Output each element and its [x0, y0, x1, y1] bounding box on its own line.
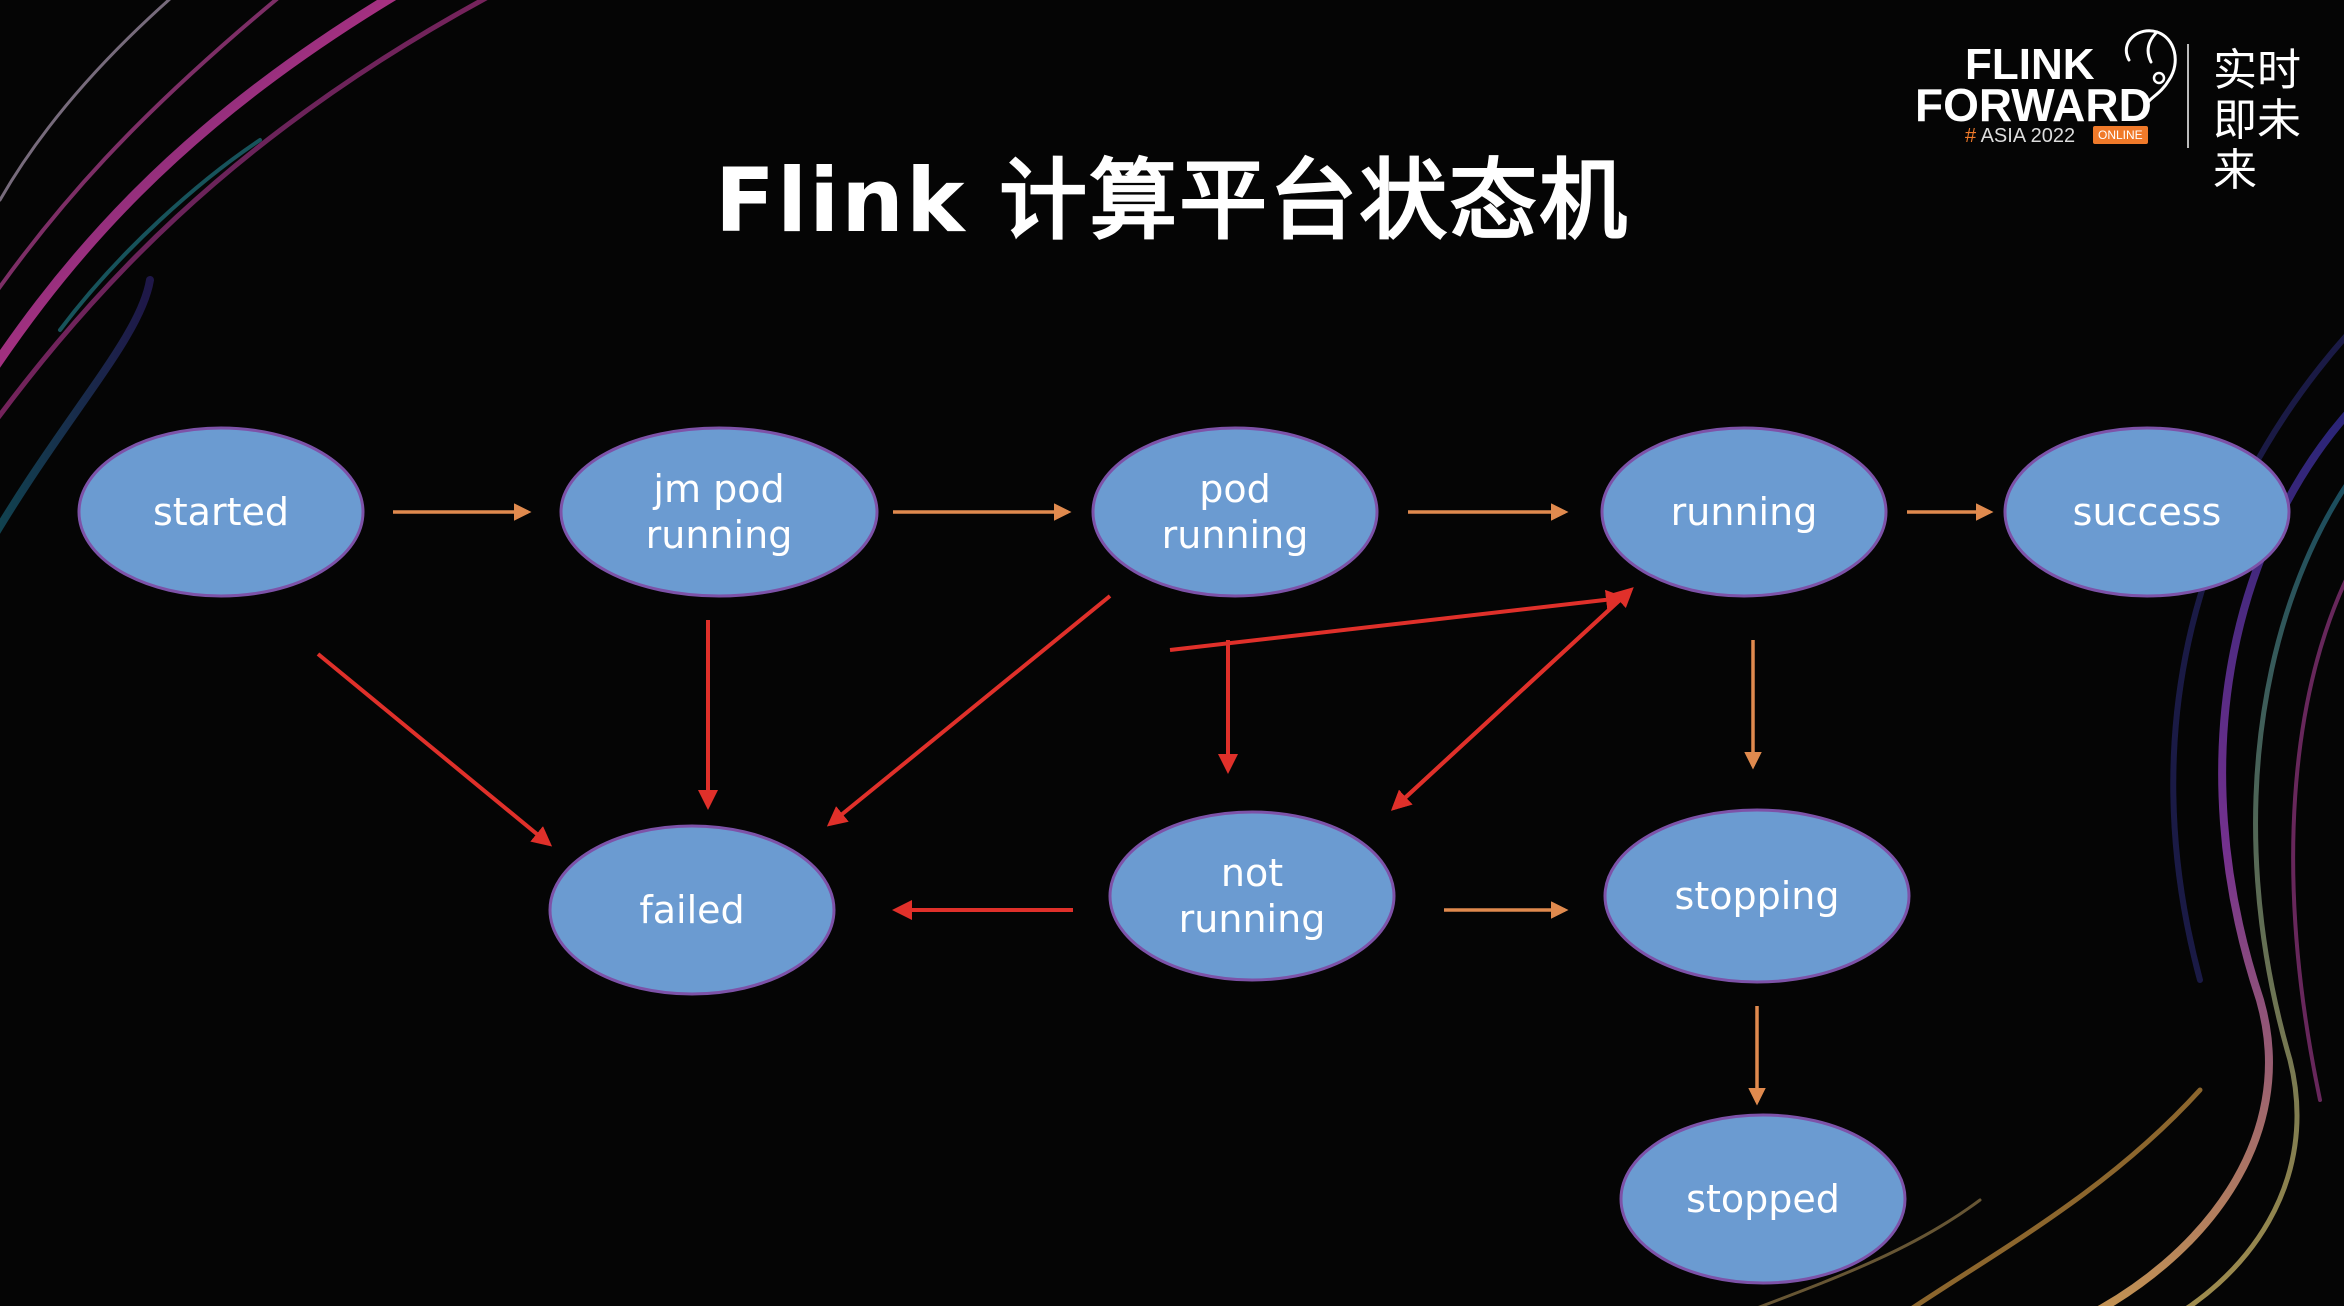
state-label: not: [1221, 851, 1283, 895]
state-label: running: [646, 513, 793, 557]
state-label: running: [1162, 513, 1309, 557]
state-node-started: started: [77, 426, 365, 598]
slide-title: Flink 计算平台状态机: [714, 149, 1630, 252]
state-node-running: running: [1600, 426, 1888, 598]
state-ellipse: [1619, 1113, 1907, 1285]
state-ellipse: [2003, 426, 2291, 598]
state-label: jm pod: [652, 467, 784, 511]
state-label: failed: [639, 888, 744, 932]
squirrel-icon: [2124, 29, 2177, 108]
edge-started-to-failed: [316, 652, 553, 847]
state-node-stopped: stopped: [1619, 1113, 1907, 1285]
state-ellipse: [77, 426, 365, 598]
edge-pod-running-to-failed: [826, 594, 1112, 827]
logo-asia-text: # ASIA 2022: [1965, 125, 2075, 148]
edge-running-to-not-running: [1391, 587, 1634, 811]
state-label: started: [153, 490, 289, 534]
state-node-failed: failed: [548, 824, 836, 996]
state-ellipse: [1603, 808, 1911, 984]
state-ellipse: [548, 824, 836, 996]
state-label: running: [1179, 897, 1326, 941]
state-label: stopped: [1686, 1177, 1840, 1221]
state-ellipse: [559, 426, 879, 598]
flink-forward-logo: FLINK FORWARD # ASIA 2022 ONLINE 实时即未来: [1915, 22, 2315, 196]
state-ellipse: [1600, 426, 1888, 598]
state-ellipse: [1091, 426, 1379, 598]
state-ellipse: [1108, 810, 1396, 982]
edges-layer: [316, 503, 1994, 1106]
logo-slogan: 实时即未来: [2213, 45, 2301, 196]
logo-hash: #: [1965, 125, 1977, 147]
state-label: stopping: [1675, 874, 1840, 918]
logo-flink-text: FLINK: [1965, 40, 2095, 89]
state-node-success: success: [2003, 426, 2291, 598]
edge-not-running-to-running: [1169, 589, 1626, 652]
online-badge: ONLINE: [2093, 126, 2148, 144]
state-node-stopping: stopping: [1603, 808, 1911, 984]
logo-forward-text: FORWARD: [1915, 79, 2152, 131]
state-label: pod: [1199, 467, 1271, 511]
state-label: running: [1671, 490, 1818, 534]
state-label: success: [2073, 490, 2222, 534]
logo-divider: [2187, 44, 2189, 148]
logo-event: ASIA 2022: [1980, 125, 2076, 147]
